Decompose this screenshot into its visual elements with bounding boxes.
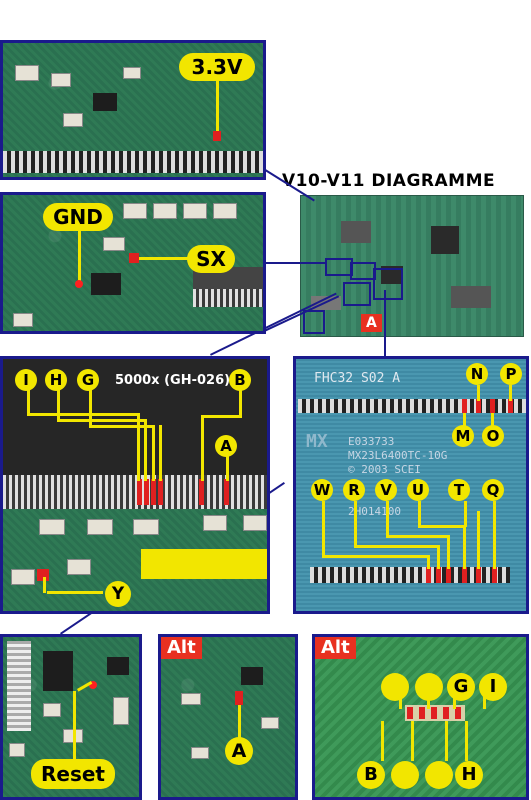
alt2-label-h: H <box>455 761 483 789</box>
mx-text-1: FHC32 S02 A <box>314 371 401 386</box>
point-label-h: H <box>45 369 67 391</box>
point-label-g: G <box>77 369 99 391</box>
point-label-t: T <box>448 479 470 501</box>
overview-highlight-2 <box>350 262 376 280</box>
mx-text-5: © 2003 SCEI <box>348 463 421 476</box>
alt2-dot-2 <box>415 673 443 701</box>
label-3v3: 3.3V <box>179 53 255 81</box>
motherboard-overview <box>300 195 524 337</box>
point-label-w: W <box>311 479 333 501</box>
connector-line <box>384 290 386 356</box>
point-label-y: Y <box>105 581 131 607</box>
panel-3v3: 3.3V <box>0 40 266 180</box>
alt-badge-1: Alt <box>161 637 202 659</box>
overview-highlight-1 <box>325 258 353 276</box>
alt2-dot-4 <box>425 761 453 789</box>
connector-pins <box>3 151 263 173</box>
mx-text-3: E033733 <box>348 435 395 448</box>
alt2-label-i: I <box>479 673 507 701</box>
panel-reset: Reset <box>0 634 142 800</box>
label-reset: Reset <box>31 759 115 789</box>
point-label-i: I <box>15 369 37 391</box>
alt2-dot-3 <box>391 761 419 789</box>
alt2-label-g: G <box>447 673 475 701</box>
reset-point <box>89 681 97 689</box>
label-sx: SX <box>187 245 235 273</box>
point-label-o: O <box>482 425 504 447</box>
pad-3v3 <box>213 131 221 141</box>
alt-label-a: A <box>225 737 253 765</box>
overview-highlight-5 <box>303 310 325 334</box>
point-label-a: A <box>215 435 237 457</box>
panel-alt-a: Alt A <box>158 634 298 800</box>
connector-line <box>264 262 326 264</box>
chip-pins <box>3 475 267 509</box>
board-marker-a: A <box>361 314 382 332</box>
overview-highlight-4 <box>373 268 403 300</box>
diagram-title: V10-V11 DIAGRAMME <box>282 171 496 191</box>
alt2-dot-1 <box>381 673 409 701</box>
point-label-n: N <box>466 363 488 385</box>
point-label-b: B <box>229 369 251 391</box>
alt-a-pad <box>235 691 243 705</box>
gnd-point <box>75 280 83 288</box>
alt2-label-b: B <box>357 761 385 789</box>
point-label-p: P <box>500 363 522 385</box>
y-pad <box>37 569 49 581</box>
overview-highlight-3 <box>343 282 371 306</box>
panel-chip-pins: 5000x (GH-026) I H G B A Y <box>0 356 270 614</box>
yellow-block <box>141 549 267 579</box>
label-gnd: GND <box>43 203 113 231</box>
point-label-q: Q <box>482 479 504 501</box>
point-label-r: R <box>343 479 365 501</box>
point-label-u: U <box>407 479 429 501</box>
mx-text-4: MX23L6400TC-10G <box>348 449 448 462</box>
mx-text-2: MX <box>306 431 328 452</box>
panel-alt-pins: Alt G I B H <box>312 634 529 800</box>
alt-badge-2: Alt <box>315 637 356 659</box>
point-label-v: V <box>375 479 397 501</box>
panel-mx-chip: FHC32 S02 A MX E033733 MX23L6400TC-10G ©… <box>293 356 529 614</box>
sx-pad <box>129 253 139 263</box>
panel-gnd-sx: GND SX <box>0 192 266 334</box>
chip-label: 5000x (GH-026) <box>115 373 231 388</box>
point-label-m: M <box>452 425 474 447</box>
